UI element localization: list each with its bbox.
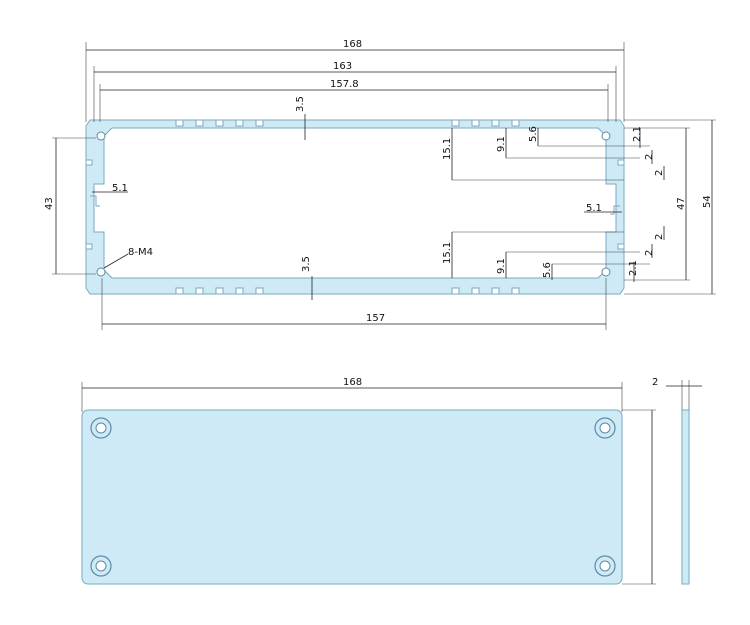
plate-hole-bottom-left (95, 560, 107, 572)
top-fins (175, 119, 520, 127)
dim-inner-width-b: 157.8 (330, 79, 359, 90)
bottom-fins (175, 287, 520, 295)
dim-r-bottom-56: 5.6 (542, 262, 553, 278)
dim-hole-spacing: 157 (366, 313, 385, 324)
plate-hole-bottom-right (599, 560, 611, 572)
end-plate-holes (90, 417, 616, 577)
dim-r-top-56: 5.6 (528, 126, 539, 142)
plate-hole-top-right (599, 422, 611, 434)
bottom-view-dimensions: 168 2 (81, 377, 702, 585)
end-plate-side (681, 409, 690, 585)
boss-hole-bottom-left (96, 267, 106, 277)
dim-r-two-a: 2 (644, 154, 655, 160)
profile-cavity (93, 127, 617, 279)
boss-hole-bottom-right (601, 267, 611, 277)
dim-r-two-d: 2 (644, 250, 655, 256)
dim-overall-width: 168 (343, 39, 362, 50)
dim-right-slot: 5.1 (586, 203, 602, 214)
dim-left-height: 43 (44, 197, 55, 210)
dim-r-bottom-15: 15.1 (442, 242, 453, 264)
dim-r-bottom-21: 2.1 (628, 260, 639, 276)
top-view-dimensions: 168 163 157.8 157 43 47 54 3.5 3.5 (44, 39, 716, 330)
dim-plate-thickness: 2 (652, 377, 658, 388)
dim-r-two-b: 2 (654, 170, 665, 176)
dim-left-slot: 5.1 (112, 183, 128, 194)
boss-hole-top-right (601, 131, 611, 141)
end-plate-face (81, 409, 623, 585)
dim-r-top-21: 2.1 (632, 126, 643, 142)
dim-r-top-9: 9.1 (496, 136, 507, 152)
dim-r-two-c: 2 (654, 234, 665, 240)
dim-plate-width: 168 (343, 377, 362, 388)
dim-inner-width-a: 163 (333, 61, 352, 72)
dim-r-top-15: 15.1 (442, 138, 453, 160)
extrusion-profile (85, 119, 625, 295)
end-plate (81, 409, 690, 585)
dim-r-bottom-9: 9.1 (496, 258, 507, 274)
dim-height-47: 47 (676, 197, 687, 210)
dim-slot-bottom: 3.5 (301, 256, 312, 272)
screw-bosses (96, 131, 611, 277)
side-notches (85, 159, 625, 250)
plate-hole-top-left (95, 422, 107, 434)
boss-hole-top-left (96, 131, 106, 141)
dim-slot-top: 3.5 (295, 96, 306, 112)
label-holes: 8-M4 (128, 247, 153, 258)
dim-height-54: 54 (702, 195, 713, 208)
